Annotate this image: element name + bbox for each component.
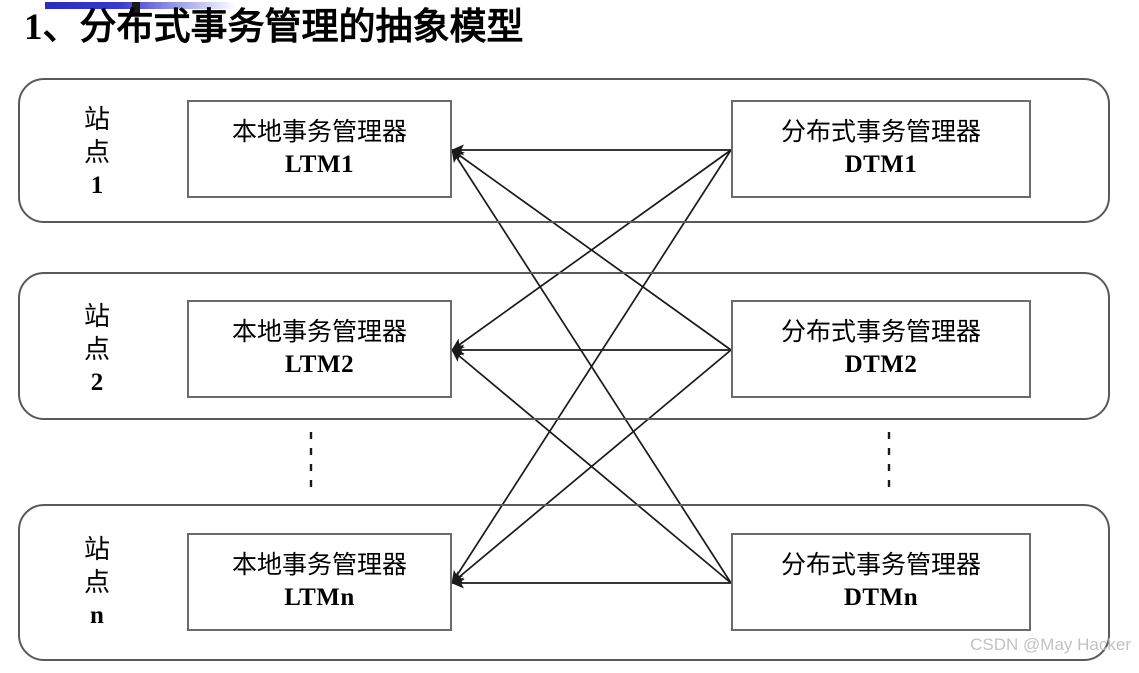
dtm-box-2[interactable]: 分布式事务管理器 DTM2: [731, 300, 1031, 398]
dtm-box-1-title: 分布式事务管理器: [780, 119, 981, 146]
ltm-box-n-title: 本地事务管理器: [231, 552, 407, 579]
ltm-box-1[interactable]: 本地事务管理器 LTM1: [187, 100, 452, 198]
header-accent-tick: [132, 2, 140, 16]
station-label-1-index: 1: [90, 172, 104, 199]
dtm-box-n-code: DTMn: [843, 584, 919, 611]
ltm-box-1-code: LTM1: [284, 151, 355, 178]
station-shell-n: [18, 504, 1110, 661]
ltm-box-n[interactable]: 本地事务管理器 LTMn: [187, 533, 452, 631]
dtm-box-2-title: 分布式事务管理器: [780, 319, 981, 346]
dtm-box-n[interactable]: 分布式事务管理器 DTMn: [731, 533, 1031, 631]
ltm-box-n-code: LTMn: [284, 584, 355, 611]
station-label-2-index: 2: [90, 369, 104, 396]
dtm-box-2-code: DTM2: [844, 351, 918, 378]
dtm-box-n-title: 分布式事务管理器: [780, 552, 981, 579]
station-label-2: 站点 2: [74, 300, 120, 399]
ltm-box-1-title: 本地事务管理器: [231, 119, 407, 146]
ltm-box-2[interactable]: 本地事务管理器 LTM2: [187, 300, 452, 398]
dtm-box-1-code: DTM1: [844, 151, 918, 178]
edge-dtmn-ltm2: [451, 349, 732, 584]
station-shell-1: [18, 78, 1110, 223]
station-label-1: 站点 1: [74, 103, 120, 202]
ltm-box-2-code: LTM2: [284, 351, 355, 378]
edge-group: [451, 144, 732, 589]
station-label-1-text: 站点: [83, 105, 110, 167]
page-title: 1、分布式事务管理的抽象模型: [24, 7, 524, 48]
ltm-box-2-title: 本地事务管理器: [231, 319, 407, 346]
station-label-n: 站点 n: [74, 533, 120, 632]
station-label-2-text: 站点: [83, 302, 110, 364]
header-accent-bar: [45, 2, 235, 16]
dtm-box-1[interactable]: 分布式事务管理器 DTM1: [731, 100, 1031, 198]
station-label-n-text: 站点: [83, 535, 110, 597]
station-label-n-index: n: [90, 602, 104, 629]
watermark-label: CSDN @May Hacker: [970, 635, 1131, 654]
station-shell-2: [18, 272, 1110, 420]
edge-dtm2-ltm1: [451, 149, 732, 351]
